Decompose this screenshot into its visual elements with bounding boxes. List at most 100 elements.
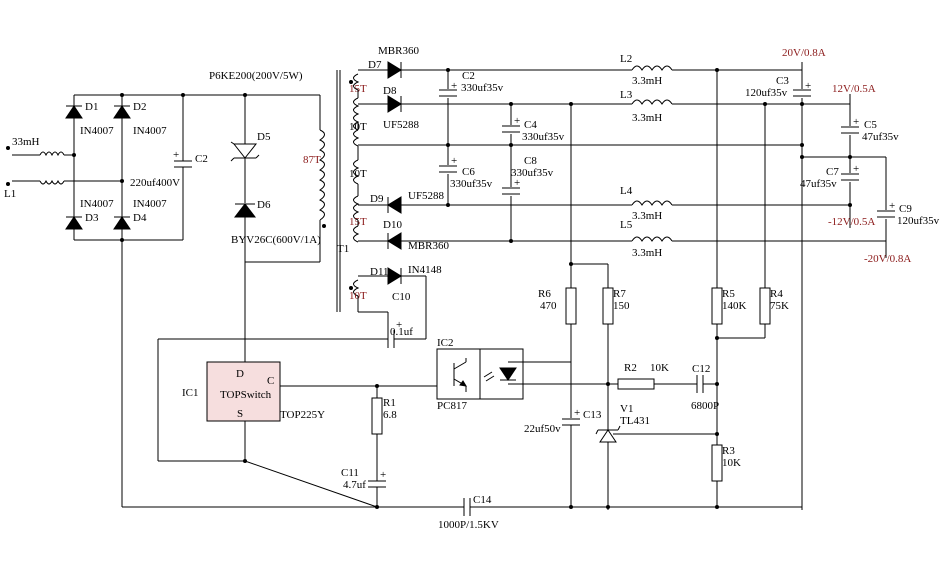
L3-label: L3	[620, 89, 633, 101]
IC1-label: IC1	[182, 387, 199, 399]
L4-label: L4	[620, 185, 633, 197]
turns-10T-b: 10T	[349, 168, 367, 180]
D6-part: BYV26C(600V/1A)	[231, 234, 321, 246]
C6-label: C6	[462, 166, 475, 178]
D1-part: IN4007	[80, 125, 114, 137]
diode-D6	[233, 203, 257, 262]
svg-text:+: +	[514, 177, 520, 189]
C7-value: 47uf35v	[800, 178, 837, 190]
R6-value: 470	[540, 300, 557, 312]
capacitor-C14	[463, 498, 471, 516]
C11-label: C11	[341, 467, 359, 479]
L5-label: L5	[620, 219, 633, 231]
C6-value: 330uf35v	[450, 178, 493, 190]
C4-value: 330uf35v	[522, 131, 565, 143]
diode-D11	[387, 267, 402, 285]
pin-D: D	[236, 368, 244, 380]
D7-label: D7	[368, 59, 382, 71]
diode-D8	[387, 95, 402, 113]
C10-label: C10	[392, 291, 411, 303]
bridge-rectifier	[72, 93, 185, 242]
svg-text:+: +	[853, 116, 859, 128]
C12-value: 6800P	[691, 400, 719, 412]
C8-label: C8	[524, 155, 537, 167]
D5-label: D5	[257, 131, 271, 143]
L2-label: L2	[620, 53, 632, 65]
R5-value: 140K	[722, 300, 747, 312]
svg-text:+: +	[853, 163, 859, 175]
R4-label: R4	[770, 288, 783, 300]
capacitor-C8: +	[499, 177, 523, 196]
D10-part: MBR360	[408, 240, 449, 252]
inductor-L2	[631, 65, 673, 71]
C9-value: 120uf35v	[897, 215, 940, 227]
R1-value: 6.8	[383, 409, 397, 421]
C10-value: 0.1uf	[390, 326, 413, 338]
svg-text:+: +	[805, 80, 811, 92]
L4-value: 3.3mH	[632, 210, 662, 222]
C8-value: 330uf35v	[511, 167, 554, 179]
inductor-L5	[631, 236, 673, 242]
output-20V: 20V/0.8A	[782, 47, 826, 59]
svg-text:+: +	[380, 469, 386, 481]
D7-part: MBR360	[378, 45, 419, 57]
R7-label: R7	[613, 288, 626, 300]
capacitor-C6: +	[436, 155, 460, 174]
resistor-R1	[371, 397, 383, 478]
resistor-R2	[617, 378, 655, 390]
input-inductor	[6, 146, 122, 186]
R7-value: 150	[613, 300, 630, 312]
resistor-R6	[565, 287, 577, 362]
R4-value: 75K	[770, 300, 789, 312]
D4-label: D4	[133, 212, 147, 224]
R2-value: 10K	[650, 362, 669, 374]
diode-D2	[113, 105, 131, 119]
svg-text:+: +	[173, 149, 179, 161]
C14-label: C14	[473, 494, 492, 506]
D8-label: D8	[383, 85, 397, 97]
capacitor-C5: +	[838, 116, 862, 135]
C2-label: C2	[462, 70, 475, 82]
D3-label: D3	[85, 212, 99, 224]
capacitor-C12	[696, 375, 704, 393]
IC2-label: IC2	[437, 337, 454, 349]
C2-bulk-value: 220uf400V	[130, 177, 180, 189]
input-inductor-value: 33mH	[12, 136, 40, 148]
output-neg20V: -20V/0.8A	[864, 253, 911, 265]
svg-text:+: +	[451, 80, 457, 92]
C14-value: 1000P/1.5KV	[438, 519, 499, 531]
svg-text:+: +	[574, 407, 580, 419]
svg-text:+: +	[889, 200, 895, 212]
capacitor-C2: +	[436, 80, 460, 98]
C9-label: C9	[899, 203, 912, 215]
diode-D7	[387, 61, 402, 79]
capacitor-C4: +	[499, 115, 523, 134]
svg-text:+: +	[514, 115, 520, 127]
L1-label: L1	[4, 188, 16, 200]
diode-D9	[387, 196, 402, 214]
shunt-regulator-V1	[595, 425, 717, 443]
primary-turns: 87T	[303, 154, 321, 166]
C13-value: 22uf50v	[524, 423, 561, 435]
tvs-D5	[230, 95, 260, 203]
D11-label: D11	[370, 266, 389, 278]
capacitor-C13: +	[562, 407, 580, 507]
D10-label: D10	[383, 219, 402, 231]
ic-IC1-topswitch	[206, 361, 281, 422]
diode-D1	[65, 105, 83, 119]
C12-label: C12	[692, 363, 710, 375]
C3-value: 120uf35v	[745, 87, 788, 99]
C4-label: C4	[524, 119, 537, 131]
diode-D10	[387, 232, 402, 250]
capacitor-C11: +	[368, 469, 386, 507]
L2-value: 3.3mH	[632, 75, 662, 87]
R1-label: R1	[383, 397, 396, 409]
transformer-T1	[318, 70, 360, 312]
D9-part: UF5288	[408, 190, 445, 202]
output-neg12V: -12V/0.5A	[828, 216, 875, 228]
V1-part: TL431	[620, 415, 650, 427]
svg-text:+: +	[396, 319, 402, 331]
diode-D4	[113, 216, 131, 230]
C5-label: C5	[864, 119, 877, 131]
capacitor-C7: +	[838, 163, 862, 182]
